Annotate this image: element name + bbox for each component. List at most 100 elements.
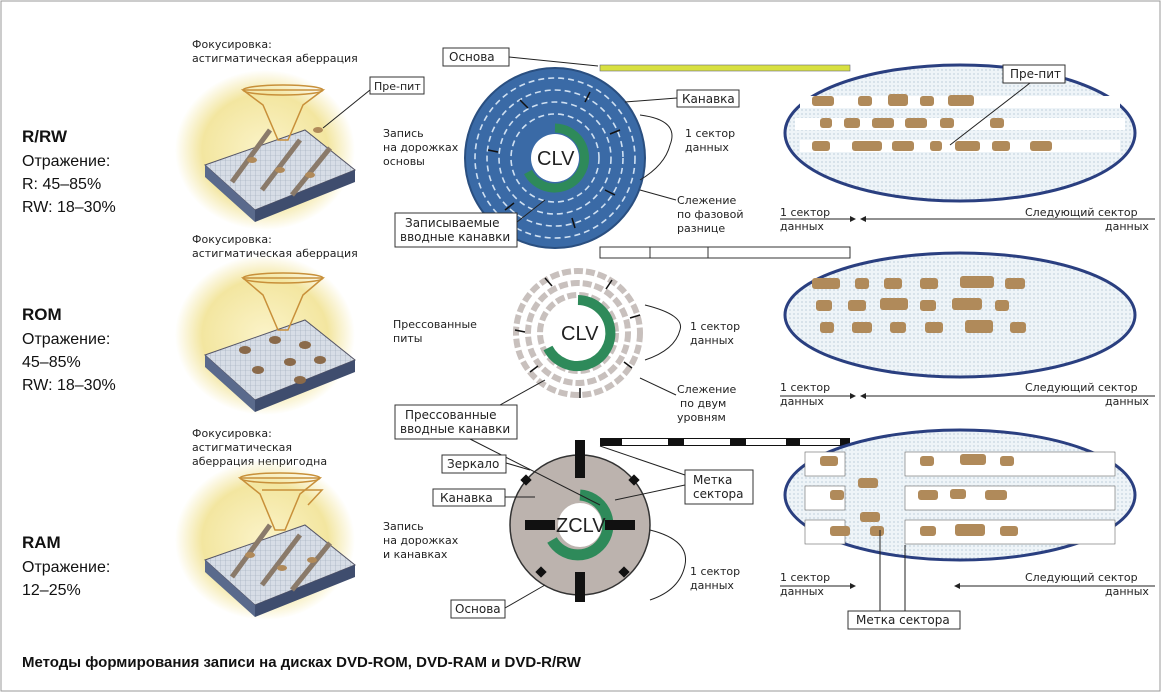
tracking-levels-3: уровням [677, 411, 726, 424]
tracking-phase-3: разнице [677, 222, 725, 235]
rrw-focus-1: Фокусировка: [192, 38, 272, 51]
ram-focus-2: астигматическая [192, 441, 292, 454]
rom-reflect-value: 45–85% [22, 354, 81, 371]
pre-pit-callout-left: Пре-пит [313, 76, 425, 133]
zapis-kanavki-2: вводные канавки [400, 230, 510, 244]
ram-boundary-sector-2: данных [780, 585, 824, 598]
pre-pit-callout-right: Пре-пит [949, 64, 1066, 146]
rom-record-2: питы [393, 332, 422, 345]
osnova-label-bottom: Основа [455, 602, 501, 616]
zerkalo-callout: Зеркало [441, 454, 531, 474]
ram-disc-label: ZCLV [556, 515, 606, 537]
ram-boundary-sector-1: 1 сектор [780, 571, 830, 584]
rom-sector-data-note: 1 сектор данных [644, 304, 740, 361]
press-kanavki-2: вводные канавки [400, 422, 510, 436]
rrw-focus-2: астигматическая аберрация [192, 52, 358, 65]
metka-disc-1: Метка [693, 473, 732, 487]
zerkalo-label: Зеркало [447, 457, 499, 471]
kanavka-callout-bottom: Канавка [432, 488, 535, 507]
rrw-boundary-sector-1: 1 сектор [780, 206, 830, 219]
rom-reflect-rw: RW: 18–30% [22, 377, 116, 394]
rrw-reflect-r: R: 45–85% [22, 176, 101, 193]
zapis-kanavki-1: Записываемые [405, 216, 499, 230]
kanavka-label-bottom: Канавка [440, 491, 493, 505]
rrw-sector-data-2: данных [685, 141, 729, 154]
rom-name: ROM [22, 305, 62, 324]
ram-disc: ZCLV [509, 440, 651, 602]
ram-record-3: и канавках [383, 548, 448, 561]
kanavka-label-top: Канавка [682, 92, 735, 106]
rom-reflect-label: Отражение: [22, 331, 110, 348]
ram-focus-1: Фокусировка: [192, 427, 272, 440]
tracking-levels-1: Слежение [677, 383, 736, 396]
ram-sector-boundary: 1 сектор данных Следующий сектор данных [780, 571, 1155, 598]
rom-reflect-block: ROM Отражение: 45–85% RW: 18–30% [22, 305, 116, 394]
ram-sector-data-note: 1 сектор данных [649, 529, 740, 601]
rom-focus-2: астигматическая аберрация [192, 247, 358, 260]
rom-sector-data-2: данных [690, 334, 734, 347]
rrw-record-3: основы [383, 155, 425, 168]
tracking-levels-2: по двум [680, 397, 726, 410]
press-kanavki-1: Прессованные [405, 408, 497, 422]
rom-disc: CLV [510, 265, 646, 401]
rom-focus-1: Фокусировка: [192, 233, 272, 246]
rom-sector-boundary: 1 сектор данных Следующий сектор данных [780, 381, 1155, 408]
ram-reflect-label: Отражение: [22, 559, 110, 576]
rom-next-sector-2: данных [1105, 395, 1149, 408]
diagram-title: Методы формирования записи на дисках DVD… [22, 654, 582, 671]
rom-boundary-sector-2: данных [780, 395, 824, 408]
rrw-sector-data-note: 1 сектор данных [639, 114, 735, 181]
rrw-disc-label: CLV [537, 148, 575, 170]
ram-reflect-block: RAM Отражение: 12–25% [22, 533, 110, 599]
rom-record-1: Прессованные [393, 318, 477, 331]
ram-magnified-ellipse [783, 428, 1137, 562]
rrw-record-2: на дорожках [383, 141, 459, 154]
ram-record-1: Запись [383, 520, 424, 533]
ram-data-track [600, 438, 850, 446]
ram-reflect-value: 12–25% [22, 582, 81, 599]
rom-sector-data-1: 1 сектор [690, 320, 740, 333]
rrw-boundary-sector-2: данных [780, 220, 824, 233]
tracking-phase-2: по фазовой [677, 208, 744, 221]
tracking-levels-note: Слежение по двум уровням [639, 377, 736, 424]
metka-sektora-callout-disc: Метка сектора [599, 445, 754, 505]
osnova-callout-bottom: Основа [450, 584, 546, 619]
press-kanavki-callout: Прессованные вводные канавки [394, 379, 601, 506]
rrw-sector-data-1: 1 сектор [685, 127, 735, 140]
rrw-laser-illustration [175, 70, 356, 230]
rom-next-sector-1: Следующий сектор [1025, 381, 1138, 394]
rrw-reflect-label: Отражение: [22, 153, 110, 170]
metka-sektora-label: Метка сектора [856, 613, 950, 627]
ram-record-2: на дорожках [383, 534, 459, 547]
rom-disc-label: CLV [561, 323, 599, 345]
osnova-label-top: Основа [449, 50, 495, 64]
metka-disc-2: сектора [693, 487, 744, 501]
rrw-wobble-track [599, 64, 851, 72]
tracking-phase-1: Слежение [677, 194, 736, 207]
ram-sector-data-1: 1 сектор [690, 565, 740, 578]
rom-laser-illustration [175, 255, 356, 415]
ram-next-sector-2: данных [1105, 585, 1149, 598]
kanavka-callout-top: Канавка [624, 89, 740, 108]
rom-magnified-ellipse [783, 251, 1137, 379]
rom-data-track [599, 246, 851, 259]
tracking-phase-note: Слежение по фазовой разнице [639, 189, 744, 235]
rrw-magnified-ellipse [783, 63, 1137, 203]
ram-laser-illustration [175, 460, 356, 620]
pre-pit-label-left: Пре-пит [374, 80, 421, 93]
metka-sektora-callout-bottom: Метка сектора [847, 530, 961, 630]
ram-next-sector-1: Следующий сектор [1025, 571, 1138, 584]
rrw-reflect-rw: RW: 18–30% [22, 199, 116, 216]
osnova-callout-top: Основа [442, 47, 599, 67]
rom-boundary-sector-1: 1 сектор [780, 381, 830, 394]
pre-pit-label-right: Пре-пит [1010, 67, 1061, 81]
zapis-kanavki-callout: Записываемые вводные канавки [394, 199, 546, 248]
rrw-sector-boundary: 1 сектор данных Следующий сектор данных [780, 206, 1155, 233]
rrw-next-sector-1: Следующий сектор [1025, 206, 1138, 219]
rrw-record-1: Запись [383, 127, 424, 140]
rrw-disc: CLV [464, 67, 646, 249]
ram-sector-data-2: данных [690, 579, 734, 592]
